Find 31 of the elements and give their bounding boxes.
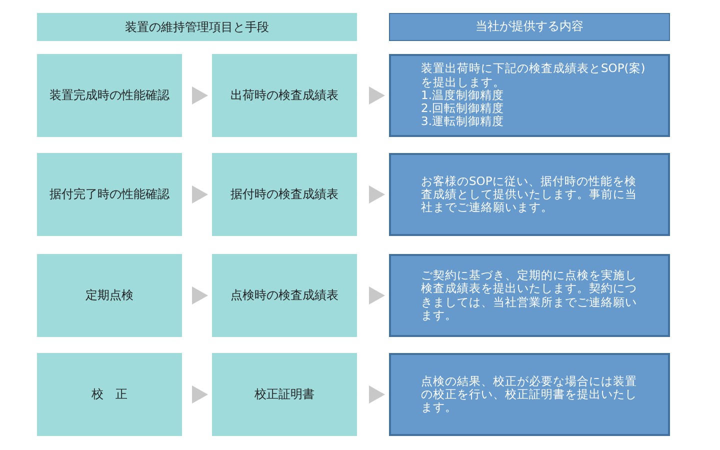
- process-box: [37, 54, 182, 137]
- process-box: [212, 153, 357, 236]
- node-text: ご契約に基づき、定期的に点検を実施し検査成績表を提出いたします。契約につきましては、当社営業所までご連絡願います。: [421, 269, 638, 322]
- process-box: [212, 254, 357, 337]
- node-text: 据付時の検査成績表: [230, 186, 338, 203]
- process-box: [212, 353, 357, 436]
- node-text: 校正証明書: [254, 386, 314, 403]
- node-text: 点検の結果、校正が必要な場合には装置の校正を行い、校正証明書を提出いたします。: [421, 374, 638, 414]
- description-box: [389, 254, 670, 337]
- process-box: [212, 54, 357, 137]
- process-box: [37, 153, 182, 236]
- description-box: [389, 153, 670, 236]
- description-box: [389, 54, 670, 137]
- node-text: 装置完成時の性能確認: [50, 87, 170, 104]
- node-text: 据付完了時の性能確認: [50, 186, 170, 203]
- header-box: [37, 13, 357, 41]
- node-text: 3.運転制御精度: [421, 115, 505, 129]
- header-box: [389, 13, 670, 41]
- node-text: 定期点検: [86, 287, 134, 304]
- node-text: 校 正: [92, 386, 128, 403]
- node-text: 点検時の検査成績表: [230, 287, 338, 304]
- node-text: 1.温度制御精度: [421, 88, 505, 102]
- node-text: お客様のSOPに従い、据付時の性能を検査成績として提供いたします。事前に当社までご連絡願います。: [421, 174, 638, 214]
- description-box: [389, 353, 670, 436]
- process-box: [37, 254, 182, 337]
- node-text: 当社が提供する内容: [476, 20, 584, 34]
- node-text: 出荷時の検査成績表: [230, 87, 338, 104]
- process-box: [37, 353, 182, 436]
- node-text: 装置出荷時に下記の検査成績表とSOP(案)を提出します。: [421, 62, 646, 89]
- node-text: 装置の維持管理項目と手段: [125, 18, 269, 36]
- node-text: 2.回転制御精度: [421, 102, 505, 116]
